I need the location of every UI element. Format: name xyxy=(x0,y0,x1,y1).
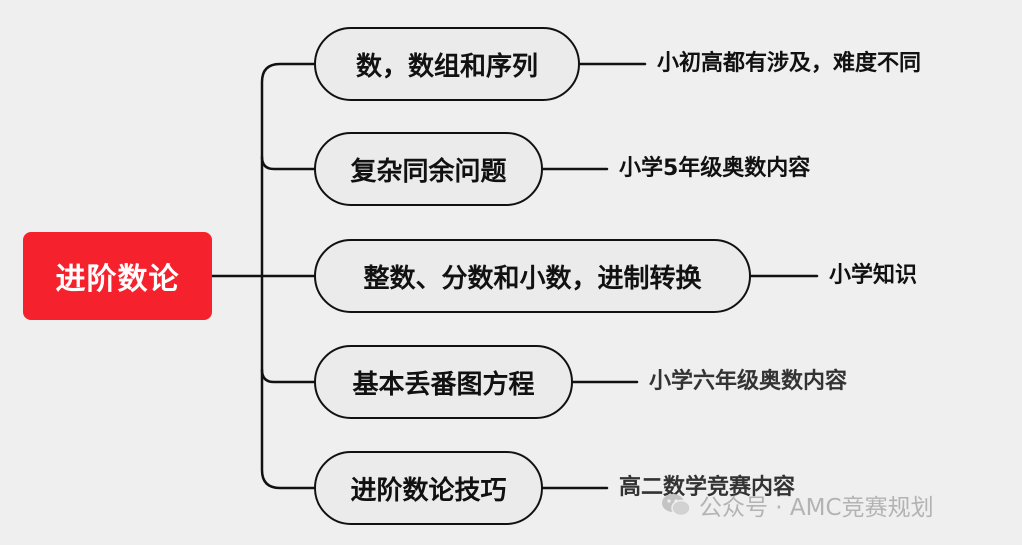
root-label: 进阶数论 xyxy=(55,262,180,297)
topic-label: 整数、分数和小数，进制转换 xyxy=(363,263,702,294)
topic-node-4: 基本丢番图方程 xyxy=(314,345,573,419)
wechat-icon xyxy=(661,492,691,518)
topic-node-3: 整数、分数和小数，进制转换 xyxy=(314,239,751,313)
topic-node-1: 数，数组和序列 xyxy=(314,27,580,101)
topic-note-4: 小学六年级奥数内容 xyxy=(649,369,848,394)
topic-label: 数，数组和序列 xyxy=(355,51,538,82)
topic-note-2: 小学5年级奥数内容 xyxy=(619,156,811,181)
topic-label: 复杂同余问题 xyxy=(350,156,507,187)
topic-label: 进阶数论技巧 xyxy=(350,475,507,506)
branch-connector-2 xyxy=(260,155,316,171)
watermark-text: 公众号 · AMC竞赛规划 xyxy=(699,495,934,521)
watermark: 公众号 · AMC竞赛规划 xyxy=(661,488,934,522)
topic-label: 基本丢番图方程 xyxy=(352,369,535,400)
topic-note-5: 高二数学竞赛内容 xyxy=(619,475,796,500)
root-node: 进阶数论 xyxy=(23,232,212,320)
topic-node-5: 进阶数论技巧 xyxy=(314,451,543,525)
topic-node-2: 复杂同余问题 xyxy=(314,132,543,206)
topic-note-3: 小学知识 xyxy=(829,263,918,288)
topic-note-1: 小初高都有涉及，难度不同 xyxy=(657,51,922,76)
branch-connector-4 xyxy=(260,368,316,384)
